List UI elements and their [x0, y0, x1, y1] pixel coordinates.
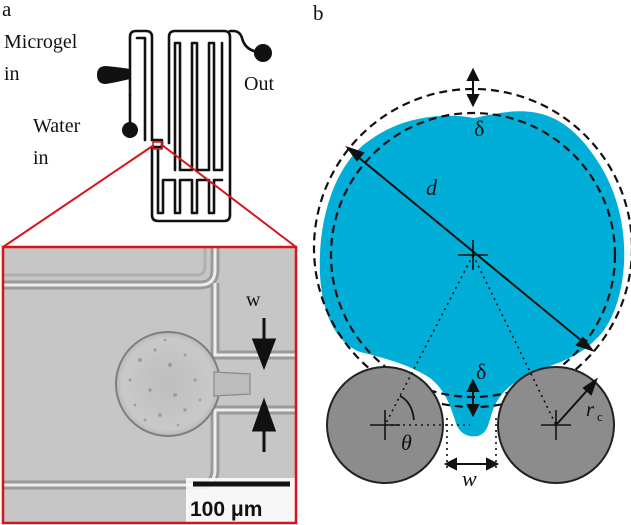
center-crosshair: [458, 240, 488, 270]
diameter-label: d: [426, 175, 438, 200]
panel-a-label: a: [2, 0, 12, 21]
water-inlet-label-line2: in: [33, 147, 49, 169]
water-inlet-port: [122, 122, 138, 138]
droplet: [319, 111, 625, 437]
micrograph-frame: [1, 245, 298, 525]
pillar-radius-label: r: [586, 397, 595, 421]
diameter-arrow: [345, 146, 595, 352]
outlet-label: Out: [244, 73, 274, 95]
microgel-particle: [115, 331, 221, 437]
construction-lines: [384, 254, 557, 470]
angle-arc: [399, 395, 415, 421]
pillar-left-crosshair: [370, 410, 400, 440]
inlet-channel-inner: [135, 36, 147, 142]
micrograph-inset: [3, 247, 296, 523]
delta-bottom-label: δ: [476, 359, 486, 384]
water-inlet-label: Water: [33, 115, 81, 137]
microgel-inlet-label-line2: in: [4, 63, 20, 85]
gap-width-arrow: [443, 457, 500, 471]
width-arrow-top: [251, 318, 277, 371]
micrograph-width-label: w: [246, 289, 261, 311]
junction-channel: [150, 29, 232, 223]
microgel-inlet-label: Microgel: [4, 31, 78, 53]
outlet-channel: [228, 29, 260, 54]
zoom-line-right: [161, 144, 297, 248]
pillar-radius-subscript: c: [597, 409, 603, 424]
angle-label: θ: [401, 430, 412, 455]
delta-top-label: δ: [474, 116, 484, 141]
width-arrow-bottom: [251, 397, 277, 452]
delta-bottom-arrow: [466, 378, 480, 418]
panel-b-label: b: [313, 1, 324, 25]
zoom-line-left: [2, 144, 155, 248]
pillar-radius-arrow: [555, 377, 598, 426]
microgel-inlet-port: [97, 66, 130, 84]
scale-bar-label: 100 μm: [190, 498, 262, 521]
delta-top-arrow: [466, 67, 480, 108]
serpentine-channel: [156, 148, 224, 215]
outlet-port: [254, 44, 272, 62]
inlet-channel: [128, 29, 154, 142]
serpentine-channel-upper: [173, 41, 224, 172]
gap-width-label: w: [462, 466, 477, 491]
chip-schematic: [128, 29, 260, 223]
